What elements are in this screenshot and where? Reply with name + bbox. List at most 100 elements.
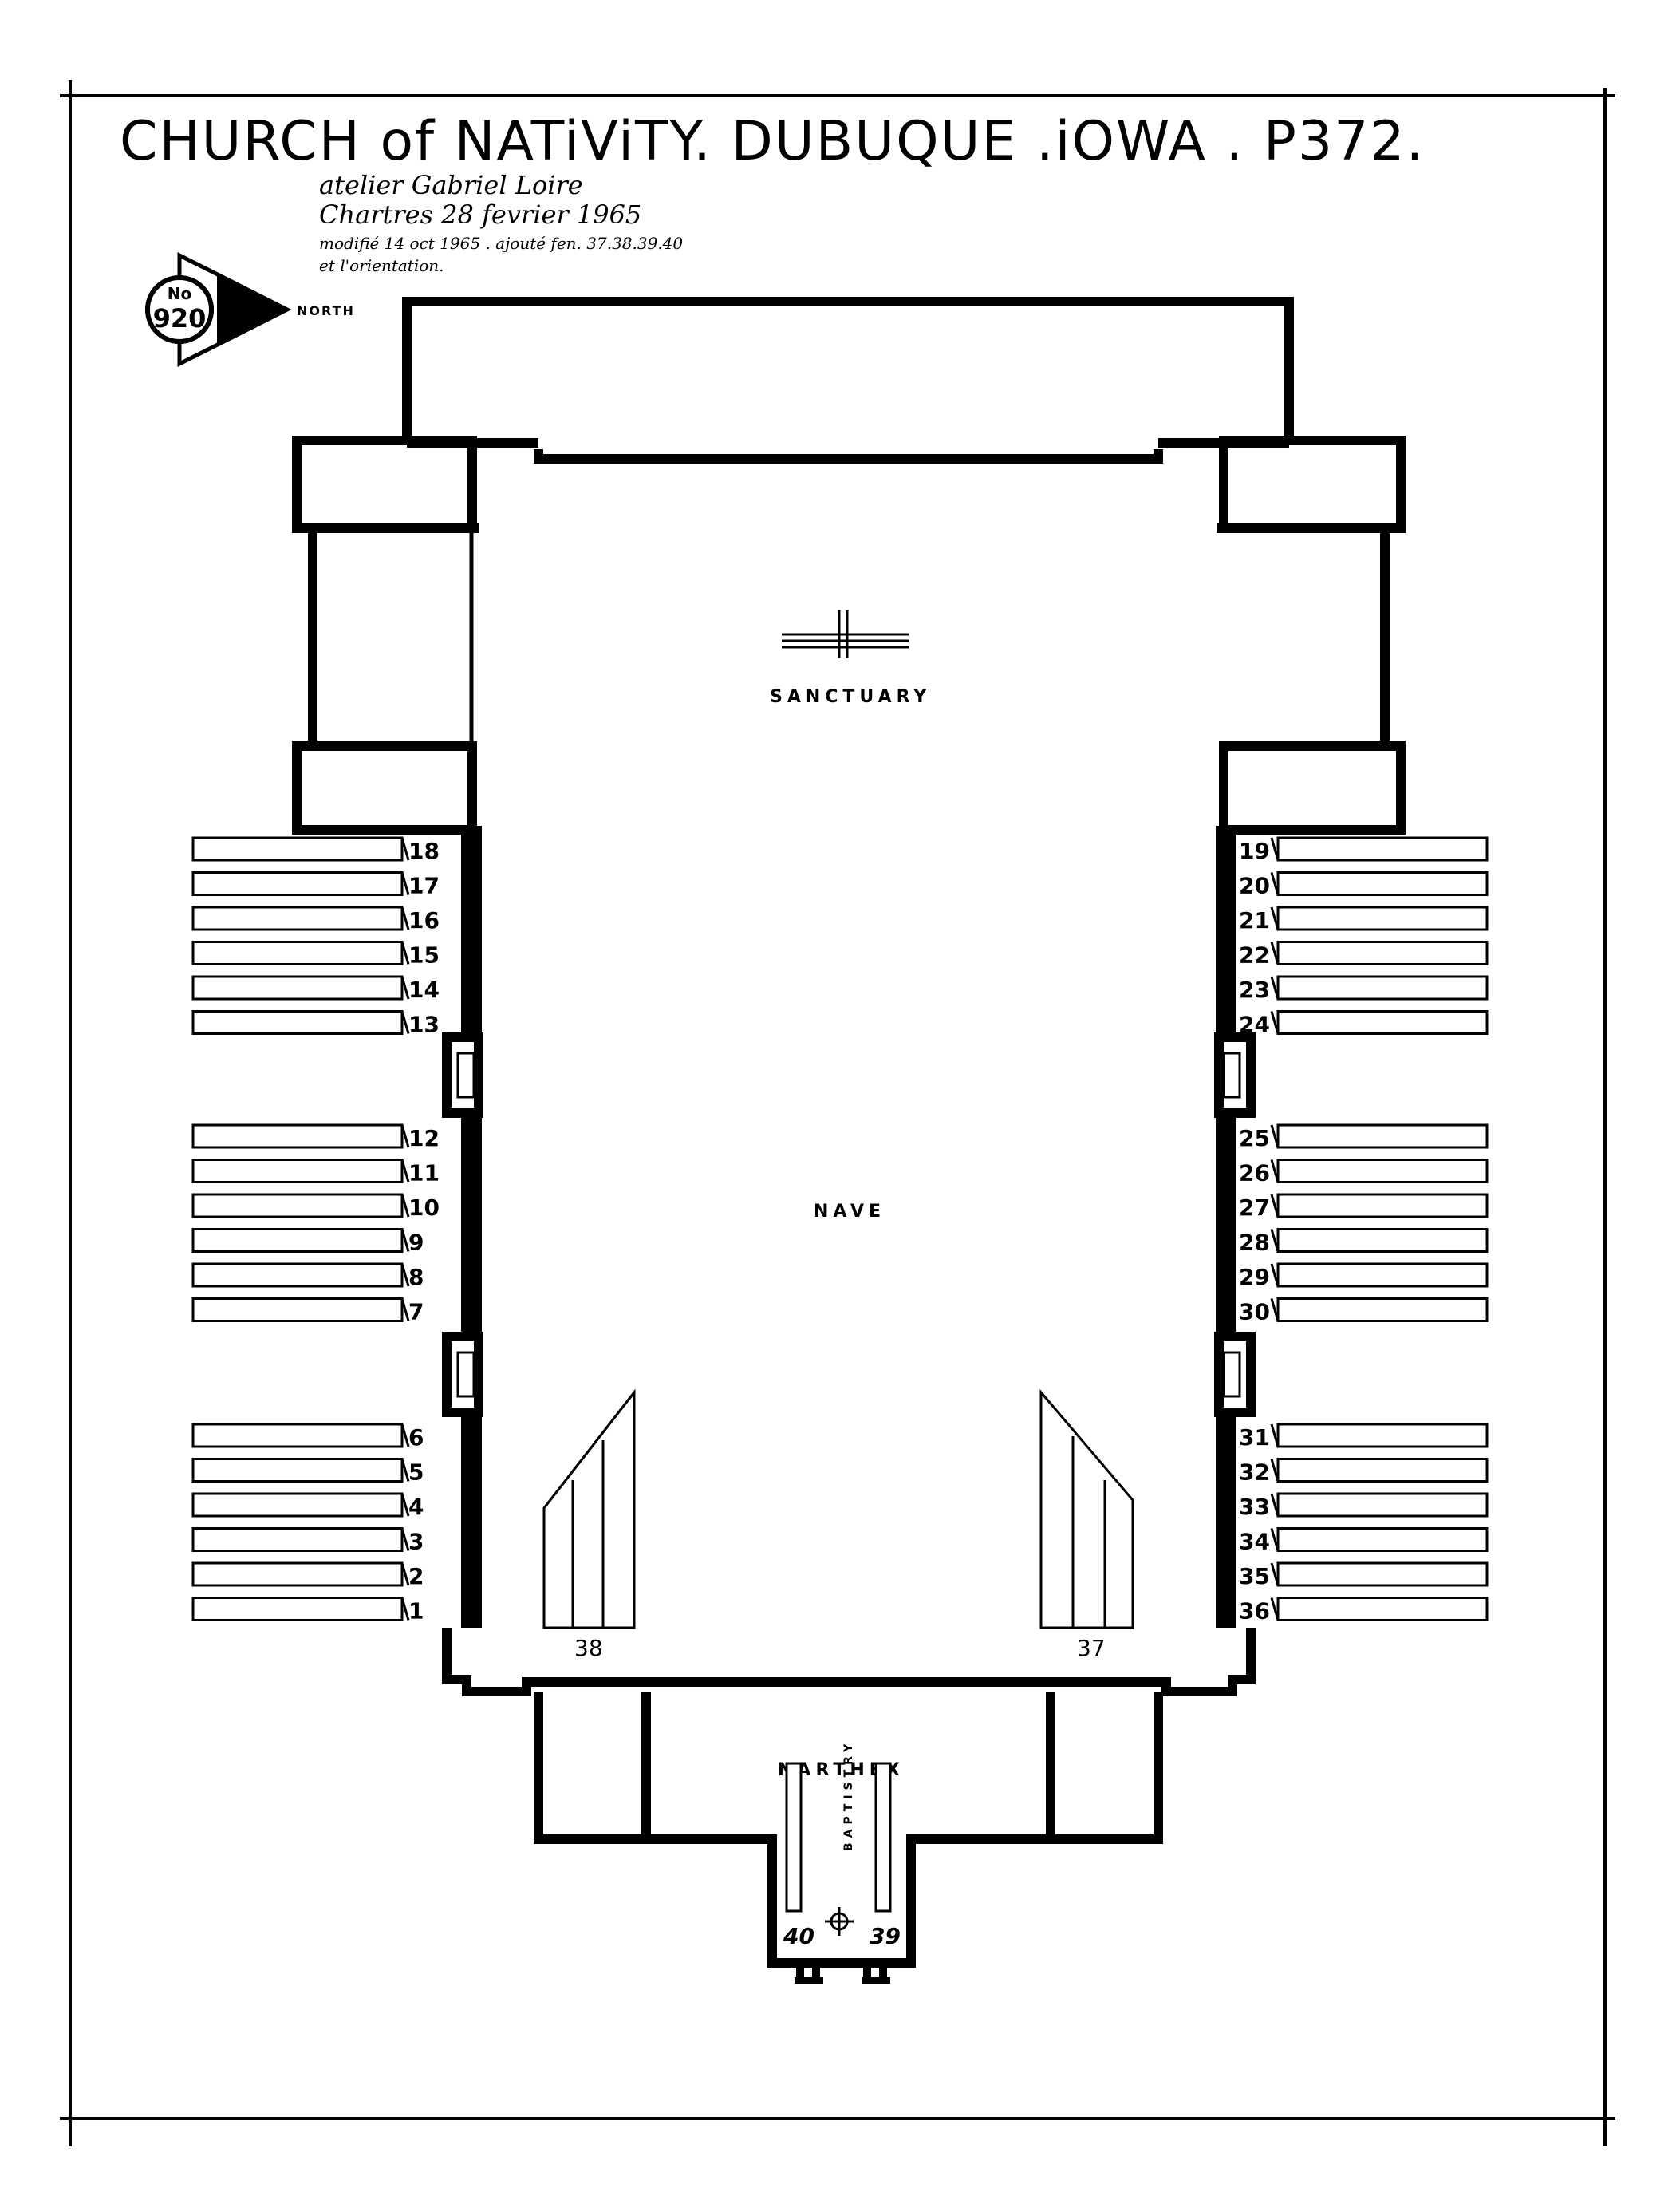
baptistry-label: BAPTISTRY — [842, 1739, 855, 1851]
window-number: 28 — [1239, 1230, 1270, 1256]
nave-label: NAVE — [814, 1202, 885, 1222]
window-pane — [1276, 1159, 1489, 1183]
badge-number: 920 — [153, 303, 207, 334]
window-pane — [191, 1297, 404, 1322]
window-pane — [191, 1423, 404, 1448]
window-number: 25 — [1239, 1125, 1270, 1151]
window-number: 24 — [1239, 1012, 1270, 1038]
window-number: 3 — [408, 1529, 424, 1555]
window-18: 18 — [191, 836, 440, 864]
window-pane — [1276, 1527, 1489, 1552]
window-4: 4 — [191, 1492, 424, 1520]
window-number: 33 — [1239, 1494, 1270, 1520]
window-3: 3 — [191, 1527, 424, 1555]
window-number: 34 — [1239, 1529, 1270, 1555]
window-pane — [1276, 1597, 1489, 1621]
window-number: 5 — [408, 1459, 424, 1486]
window-19: 19 — [1239, 836, 1489, 864]
window-number: 32 — [1239, 1459, 1270, 1486]
building-walls — [292, 297, 1406, 1984]
window-15: 15 — [191, 941, 440, 969]
window-number: 14 — [408, 977, 440, 1003]
window-23: 23 — [1239, 975, 1489, 1003]
window-pane — [191, 941, 404, 965]
window-30: 30 — [1239, 1297, 1489, 1325]
window-number: 30 — [1239, 1299, 1270, 1325]
window-38: 38 — [542, 1388, 636, 1661]
window-1: 1 — [191, 1597, 424, 1625]
window-number: 27 — [1239, 1194, 1270, 1221]
window-number: 7 — [408, 1299, 424, 1325]
window-pane — [1276, 1297, 1489, 1322]
window-28: 28 — [1239, 1228, 1489, 1256]
window-pane — [1276, 1458, 1489, 1483]
window-number: 8 — [408, 1264, 424, 1290]
window-number: 23 — [1239, 977, 1270, 1003]
window-pane — [1276, 975, 1489, 1001]
window-37-label: 37 — [1077, 1635, 1106, 1661]
badge-no: No — [168, 284, 191, 303]
window-pane — [191, 1527, 404, 1552]
window-25: 25 — [1239, 1123, 1489, 1151]
window-39-label: 39 — [870, 1923, 901, 1949]
window-26: 26 — [1239, 1159, 1489, 1186]
window-number: 22 — [1239, 942, 1270, 969]
window-number: 15 — [408, 942, 440, 969]
window-pane — [1276, 1193, 1489, 1218]
window-pane — [191, 1193, 404, 1218]
note-line-3: modifié 14 oct 1965 . ajouté fen. 37.38.… — [319, 234, 683, 253]
window-20: 20 — [1239, 871, 1489, 899]
window-pane — [191, 1123, 404, 1149]
window-number: 16 — [408, 907, 440, 934]
window-5: 5 — [191, 1458, 424, 1486]
window-38-label: 38 — [574, 1635, 603, 1661]
window-11: 11 — [191, 1159, 440, 1186]
window-40-label: 40 — [783, 1923, 814, 1949]
sanctuary-label: SANCTUARY — [770, 687, 931, 707]
window-number: 12 — [408, 1125, 440, 1151]
window-24: 24 — [1239, 1010, 1489, 1038]
window-6: 6 — [191, 1423, 424, 1451]
altar-cross-icon — [782, 610, 909, 658]
window-pane — [1276, 1561, 1489, 1587]
window-number: 31 — [1239, 1424, 1270, 1451]
window-pane — [1276, 836, 1489, 862]
window-22: 22 — [1239, 941, 1489, 969]
window-pane — [191, 871, 404, 896]
window-9: 9 — [191, 1228, 424, 1256]
window-number: 26 — [1239, 1160, 1270, 1186]
window-number: 29 — [1239, 1264, 1270, 1290]
window-13: 13 — [191, 1010, 440, 1038]
window-pane — [1276, 1123, 1489, 1149]
window-12: 12 — [191, 1123, 440, 1151]
window-pane — [1276, 941, 1489, 965]
window-33: 33 — [1239, 1492, 1489, 1520]
window-pane — [1276, 1423, 1489, 1448]
note-line-2: Chartres 28 fevrier 1965 — [319, 199, 641, 230]
north-badge: No 920 NORTH — [145, 251, 353, 368]
window-number: 17 — [408, 873, 440, 899]
window-number: 18 — [408, 838, 440, 864]
window-pane — [1276, 1010, 1489, 1035]
note-line-4: et l'orientation. — [319, 256, 444, 275]
window-31: 31 — [1239, 1423, 1489, 1451]
window-number: 21 — [1239, 907, 1270, 934]
window-pane — [1276, 871, 1489, 896]
window-pane — [191, 906, 404, 931]
window-pane — [191, 1159, 404, 1183]
window-pane — [191, 975, 404, 1001]
window-number: 4 — [408, 1494, 424, 1520]
window-pane — [191, 1228, 404, 1253]
window-16: 16 — [191, 906, 440, 934]
window-number: 13 — [408, 1012, 440, 1038]
window-35: 35 — [1239, 1561, 1489, 1589]
window-34: 34 — [1239, 1527, 1489, 1555]
window-number: 2 — [408, 1563, 424, 1589]
window-21: 21 — [1239, 906, 1489, 934]
window-pane — [191, 1561, 404, 1587]
window-pane — [191, 836, 404, 862]
window-36: 36 — [1239, 1597, 1489, 1625]
window-pane — [191, 1010, 404, 1035]
window-7: 7 — [191, 1297, 424, 1325]
